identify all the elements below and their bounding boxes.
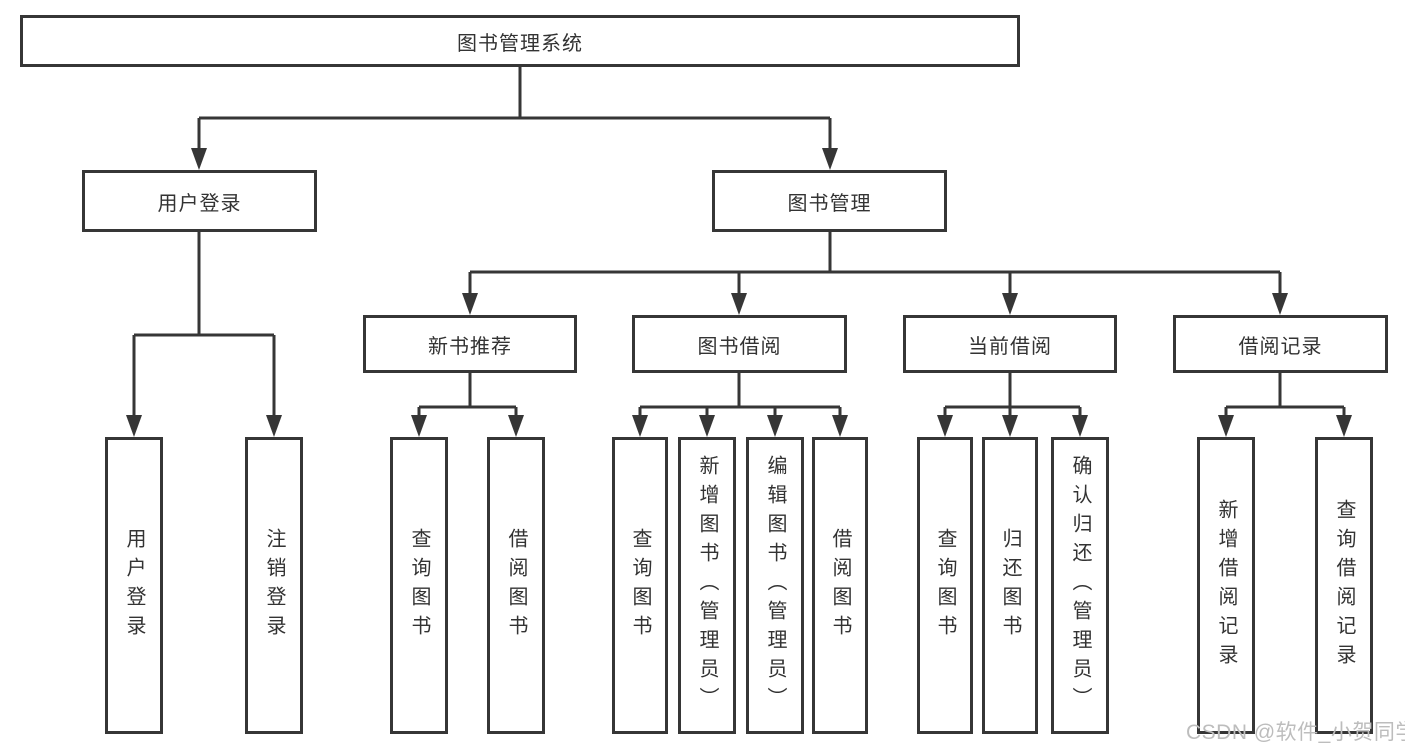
arrowhead bbox=[822, 148, 838, 170]
leaf-logout-login: 注销登录 bbox=[245, 437, 303, 734]
node-current-borrowing: 当前借阅 bbox=[903, 315, 1117, 373]
arrowhead bbox=[1218, 415, 1234, 437]
leaf-query-books-recommend: 查询图书 bbox=[390, 437, 448, 734]
node-book-borrowing: 图书借阅 bbox=[632, 315, 847, 373]
leaf-confirm-return-admin: 确认归还（管理员） bbox=[1051, 437, 1109, 734]
leaf-add-borrow-record: 新增借阅记录 bbox=[1197, 437, 1255, 734]
arrowhead bbox=[126, 415, 142, 437]
arrowhead bbox=[191, 148, 207, 170]
arrowhead bbox=[266, 415, 282, 437]
watermark-text: CSDN @软件_小贺同学 bbox=[1186, 721, 1405, 744]
leaf-borrow-books-borrowing: 借阅图书 bbox=[812, 437, 868, 734]
node-root: 图书管理系统 bbox=[20, 15, 1020, 67]
leaf-edit-books-admin: 编辑图书（管理员） bbox=[746, 437, 804, 734]
arrowhead bbox=[632, 415, 648, 437]
arrowhead bbox=[731, 293, 747, 315]
leaf-borrow-books-recommend: 借阅图书 bbox=[487, 437, 545, 734]
arrowhead bbox=[462, 293, 478, 315]
node-borrowing-records: 借阅记录 bbox=[1173, 315, 1388, 373]
arrowhead bbox=[832, 415, 848, 437]
arrowhead bbox=[767, 415, 783, 437]
arrowhead bbox=[411, 415, 427, 437]
leaf-query-borrow-record: 查询借阅记录 bbox=[1315, 437, 1373, 734]
arrowhead bbox=[699, 415, 715, 437]
leaf-add-books-admin: 新增图书（管理员） bbox=[678, 437, 736, 734]
node-book-management: 图书管理 bbox=[712, 170, 947, 232]
leaf-return-books: 归还图书 bbox=[982, 437, 1038, 734]
arrowhead bbox=[1002, 415, 1018, 437]
arrowhead bbox=[937, 415, 953, 437]
arrowhead bbox=[1072, 415, 1088, 437]
arrowhead bbox=[1336, 415, 1352, 437]
arrowhead bbox=[1272, 293, 1288, 315]
leaf-query-books-borrowing: 查询图书 bbox=[612, 437, 668, 734]
leaf-user-login: 用户登录 bbox=[105, 437, 163, 734]
arrowhead bbox=[1002, 293, 1018, 315]
leaf-query-books-current: 查询图书 bbox=[917, 437, 973, 734]
node-new-book-recommend: 新书推荐 bbox=[363, 315, 577, 373]
node-user-login: 用户登录 bbox=[82, 170, 317, 232]
arrowhead bbox=[508, 415, 524, 437]
